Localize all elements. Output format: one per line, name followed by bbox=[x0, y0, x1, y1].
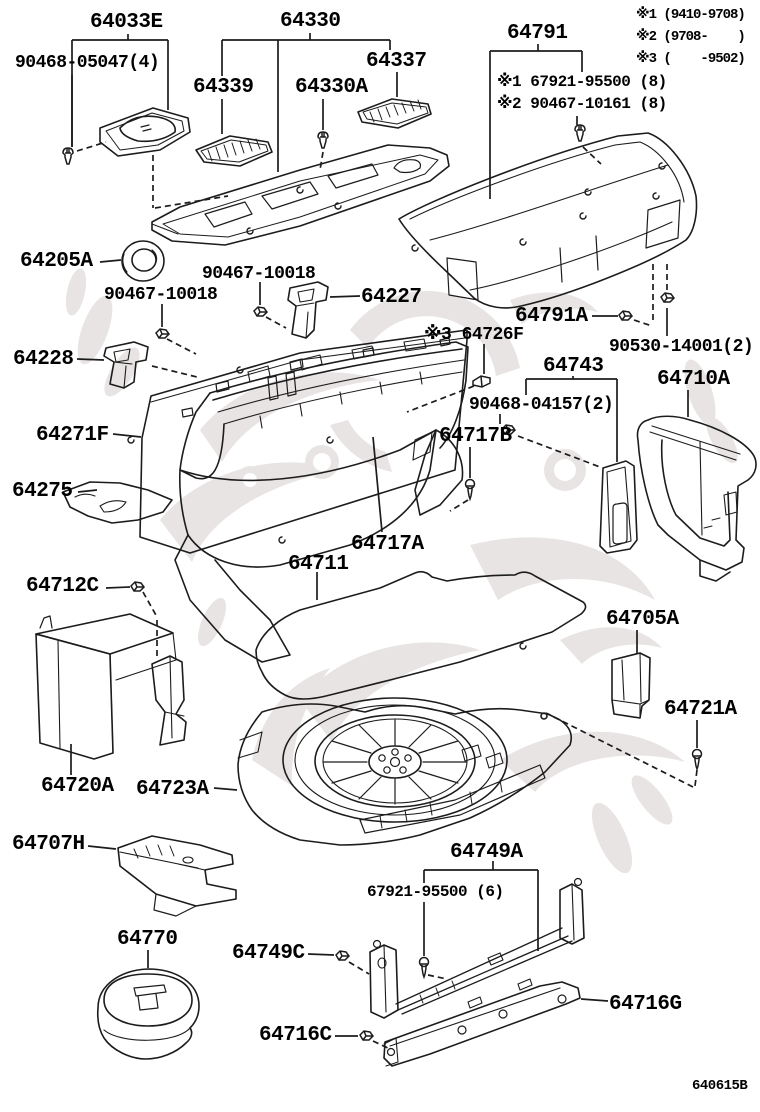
part-drawing-64749a bbox=[369, 877, 585, 1019]
part-label-64726f: ※3 64726F bbox=[424, 325, 524, 345]
part-label-64205a: 64205A bbox=[20, 250, 93, 273]
part-drawing-64227 bbox=[287, 281, 329, 339]
part-label-64275: 64275 bbox=[12, 480, 73, 503]
part-label-64271f: 64271F bbox=[36, 424, 109, 447]
fastener-label-90530-14001: 90530-14001(2) bbox=[609, 337, 754, 357]
part-label-64743: 64743 bbox=[543, 355, 604, 378]
part-label-64227: 64227 bbox=[361, 286, 422, 309]
clip-64726f bbox=[472, 375, 491, 388]
part-label-64033e: 64033E bbox=[90, 11, 163, 34]
fastener-label-67921-95500-6: 67921-95500 (6) bbox=[367, 883, 504, 901]
part-label-64721a: 64721A bbox=[664, 698, 737, 721]
screw-67921 bbox=[418, 956, 430, 978]
fastener-glyphs bbox=[62, 124, 703, 1041]
fastener-label-90468-05047: 90468-05047(4) bbox=[15, 53, 160, 73]
part-drawing-64228 bbox=[103, 341, 149, 389]
part-drawing-64710a bbox=[636, 415, 757, 582]
fastener-label-90467-10161-8: ※2 90467-10161 (8) bbox=[497, 95, 667, 113]
part-drawing-64205a bbox=[121, 240, 165, 282]
part-drawing-64275 bbox=[62, 481, 173, 524]
part-drawing-64033e bbox=[99, 107, 191, 157]
fastener-label-90467-10018-right: 90467-10018 bbox=[202, 264, 316, 284]
screw-64717b bbox=[464, 478, 476, 500]
part-label-64723a: 64723A bbox=[136, 778, 209, 801]
note-2: ※2 (9708- ) bbox=[636, 29, 746, 45]
clip-64749c bbox=[335, 950, 350, 961]
clip-90467-10018-left bbox=[155, 328, 170, 339]
part-label-64228: 64228 bbox=[13, 348, 74, 371]
part-drawing-64707h bbox=[117, 835, 237, 917]
note-3: ※3 ( -9502) bbox=[636, 51, 746, 67]
part-label-64717a: 64717A bbox=[351, 533, 424, 556]
part-label-64707h: 64707H bbox=[12, 833, 85, 856]
part-label-64749a: 64749A bbox=[450, 841, 523, 864]
part-label-64330: 64330 bbox=[280, 10, 341, 33]
fastener-label-90468-04157: 90468-04157(2) bbox=[469, 395, 614, 415]
part-drawing-64720a bbox=[35, 613, 187, 760]
part-label-64339: 64339 bbox=[193, 76, 254, 99]
clip-64712c bbox=[130, 581, 145, 592]
part-label-64720a: 64720A bbox=[41, 775, 114, 798]
part-label-64710a: 64710A bbox=[657, 368, 730, 391]
leader-lines bbox=[70, 33, 698, 1050]
part-label-64711: 64711 bbox=[288, 553, 349, 576]
clip-pin-90468-05047 bbox=[62, 147, 74, 165]
part-label-64712c: 64712C bbox=[26, 575, 99, 598]
clip-64716c bbox=[359, 1030, 374, 1041]
part-drawing-64337 bbox=[357, 98, 432, 129]
part-label-64337: 64337 bbox=[366, 50, 427, 73]
note-1: ※1 (9410-9708) bbox=[636, 7, 746, 23]
screw-64721a bbox=[691, 748, 703, 770]
fastener-label-90467-10018-left: 90467-10018 bbox=[104, 285, 218, 305]
part-label-64791: 64791 bbox=[507, 22, 568, 45]
part-drawing-64716g bbox=[383, 978, 581, 1067]
part-label-64716c: 64716C bbox=[259, 1024, 332, 1047]
part-drawing-64711 bbox=[255, 570, 587, 700]
part-label-64330a: 64330A bbox=[295, 76, 368, 99]
part-drawing-64330 bbox=[151, 144, 450, 246]
part-label-64749c: 64749C bbox=[232, 942, 305, 965]
part-label-64705a: 64705A bbox=[606, 608, 679, 631]
nut-90530-14001 bbox=[660, 292, 675, 303]
diagram-code: 640615B bbox=[692, 1078, 748, 1094]
part-drawing-64743 bbox=[599, 460, 638, 554]
part-drawing-64723a bbox=[237, 697, 573, 846]
part-drawing-64705a bbox=[611, 652, 651, 719]
grommet-pin-64791 bbox=[574, 124, 586, 142]
part-label-64791a: 64791A bbox=[515, 305, 588, 328]
fastener-label-67921-95500-8: ※1 67921-95500 (8) bbox=[497, 73, 667, 91]
part-label-64717b: 64717B bbox=[439, 425, 512, 448]
part-label-64770: 64770 bbox=[117, 928, 178, 951]
part-drawing-64717a bbox=[174, 338, 469, 663]
part-drawing-64791 bbox=[398, 132, 698, 309]
clip-pin-64330a bbox=[317, 131, 329, 149]
clip-90467-10018-right bbox=[253, 306, 268, 317]
part-drawing-64339 bbox=[195, 135, 273, 167]
part-label-64716g: 64716G bbox=[609, 993, 682, 1016]
part-drawing-64770 bbox=[96, 968, 200, 1060]
clip-64791a bbox=[618, 310, 633, 321]
